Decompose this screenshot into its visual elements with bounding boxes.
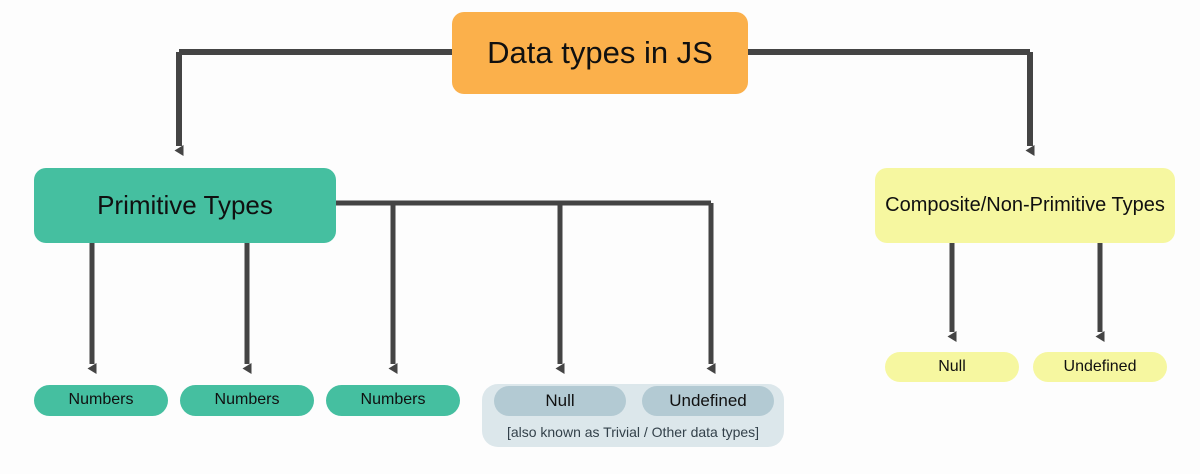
leaf-null-primitive[interactable]: Null — [494, 386, 626, 416]
trivial-types-caption: [also known as Trivial / Other data type… — [506, 424, 760, 440]
leaf-numbers-2[interactable]: Numbers — [180, 385, 314, 416]
leaf-undefined-primitive[interactable]: Undefined — [642, 386, 774, 416]
node-root[interactable]: Data types in JS — [452, 12, 748, 94]
leaf-undefined-composite[interactable]: Undefined — [1033, 352, 1167, 382]
leaf-numbers-3[interactable]: Numbers — [326, 385, 460, 416]
leaf-numbers-1[interactable]: Numbers — [34, 385, 168, 416]
node-primitive-types[interactable]: Primitive Types — [34, 168, 336, 243]
leaf-null-composite[interactable]: Null — [885, 352, 1019, 382]
node-composite-types[interactable]: Composite/Non-Primitive Types — [875, 168, 1175, 243]
